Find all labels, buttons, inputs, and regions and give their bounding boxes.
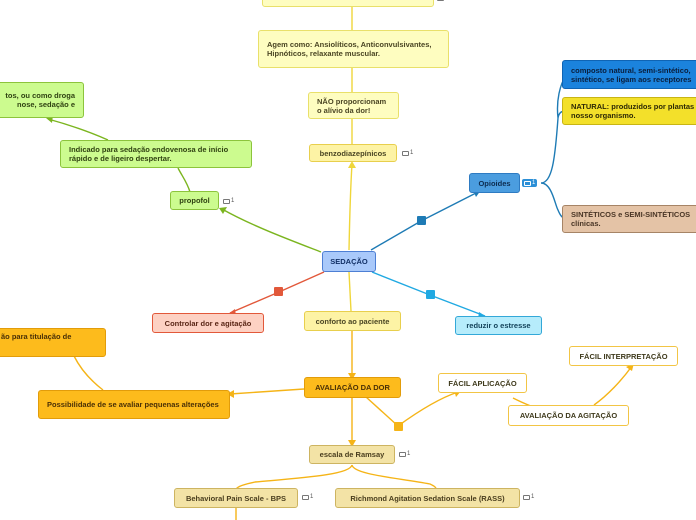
node-propofol[interactable]: propofol [170,191,219,210]
edge-scales [235,464,437,520]
node-nao-proporcionam[interactable]: NÃO proporcionam o alívio da dor! [308,92,399,119]
node-possibilidade[interactable]: Possibilidade de se avaliar pequenas alt… [38,390,230,419]
edge-hub [365,396,399,427]
node-sinteticos[interactable]: SINTÉTICOS e SEMI-SINTÉTICOS clínicas. [562,205,696,233]
node-benzodiazepinicos[interactable]: benzodiazepínicos [309,144,397,162]
node-rass[interactable]: Richmond Agitation Sedation Scale (RASS) [335,488,520,508]
comment-icon [437,0,444,1]
comment-indicator[interactable]: 1 [523,493,534,501]
node-controlar-dor[interactable]: Controlar dor e agitação [152,313,264,333]
node-facil-aplicacao[interactable]: FÁCIL APLICAÇÃO [438,373,527,393]
node-agem-como[interactable]: Agem como: Ansiolíticos, Anticonvulsivan… [258,30,449,68]
node-reduzir-estresse[interactable]: reduzir o estresse [455,316,542,335]
node-natural[interactable]: NATURAL: produzidos por plantas nosso or… [562,97,696,125]
edge-conforto [348,271,352,312]
node-conforto-paciente[interactable]: conforto ao paciente [304,311,401,331]
edge-titulacao [73,355,104,391]
edge-facil-interp [593,365,633,406]
node-composto-natural[interactable]: composto natural, semi-sintético, sintét… [562,60,696,89]
arrowhead [219,207,227,214]
arrowhead [348,373,356,380]
comment-icon [302,494,309,500]
node-escala-ramsay[interactable]: escala de Ramsay [309,445,395,464]
node-indicado[interactable]: Indicado para sedação endovenosa de iníc… [60,140,252,168]
node-opioides[interactable]: Opioides [469,173,520,193]
branch-hub[interactable] [274,287,283,296]
edge-propofol [221,208,322,253]
comment-icon [402,150,409,156]
arrowhead [348,161,356,168]
comment-icon [399,451,406,457]
node-avaliacao-agitacao[interactable]: AVALIAÇÃO DA AGITAÇÃO [508,405,629,426]
edge-benzo [348,163,353,251]
node-sedacao[interactable]: SEDAÇÃO [322,251,376,272]
comment-indicator[interactable] [437,0,445,1]
edge-indicado [177,167,191,193]
edge-topleft [47,118,109,141]
comment-icon [523,494,530,500]
node-top-cut[interactable] [262,0,434,7]
arrowhead [348,440,356,447]
comment-icon [223,198,230,204]
comment-indicator[interactable]: 1 [302,493,313,501]
node-top-left-cut[interactable]: tos, ou como droga nose, sedação e [0,82,84,118]
node-facil-interpretacao[interactable]: FÁCIL INTERPRETAÇÃO [569,346,678,366]
comment-indicator[interactable]: 1 [399,450,410,458]
edge-possibilidade [229,388,305,395]
branch-hub[interactable] [417,216,426,225]
node-bps[interactable]: Behavioral Pain Scale - BPS [174,488,298,508]
arrowhead [227,390,234,398]
comment-indicator[interactable]: 1 [522,179,538,187]
branch-hub[interactable] [394,422,403,431]
node-titulacao-cut[interactable]: ão para titulação de [0,328,106,357]
comment-icon [524,180,531,186]
edge-facil-aplic [397,391,459,427]
node-avaliacao-dor[interactable]: AVALIAÇÃO DA DOR [304,377,401,398]
comment-indicator[interactable]: 1 [402,149,413,157]
branch-hub[interactable] [426,290,435,299]
comment-indicator[interactable]: 1 [223,197,234,205]
